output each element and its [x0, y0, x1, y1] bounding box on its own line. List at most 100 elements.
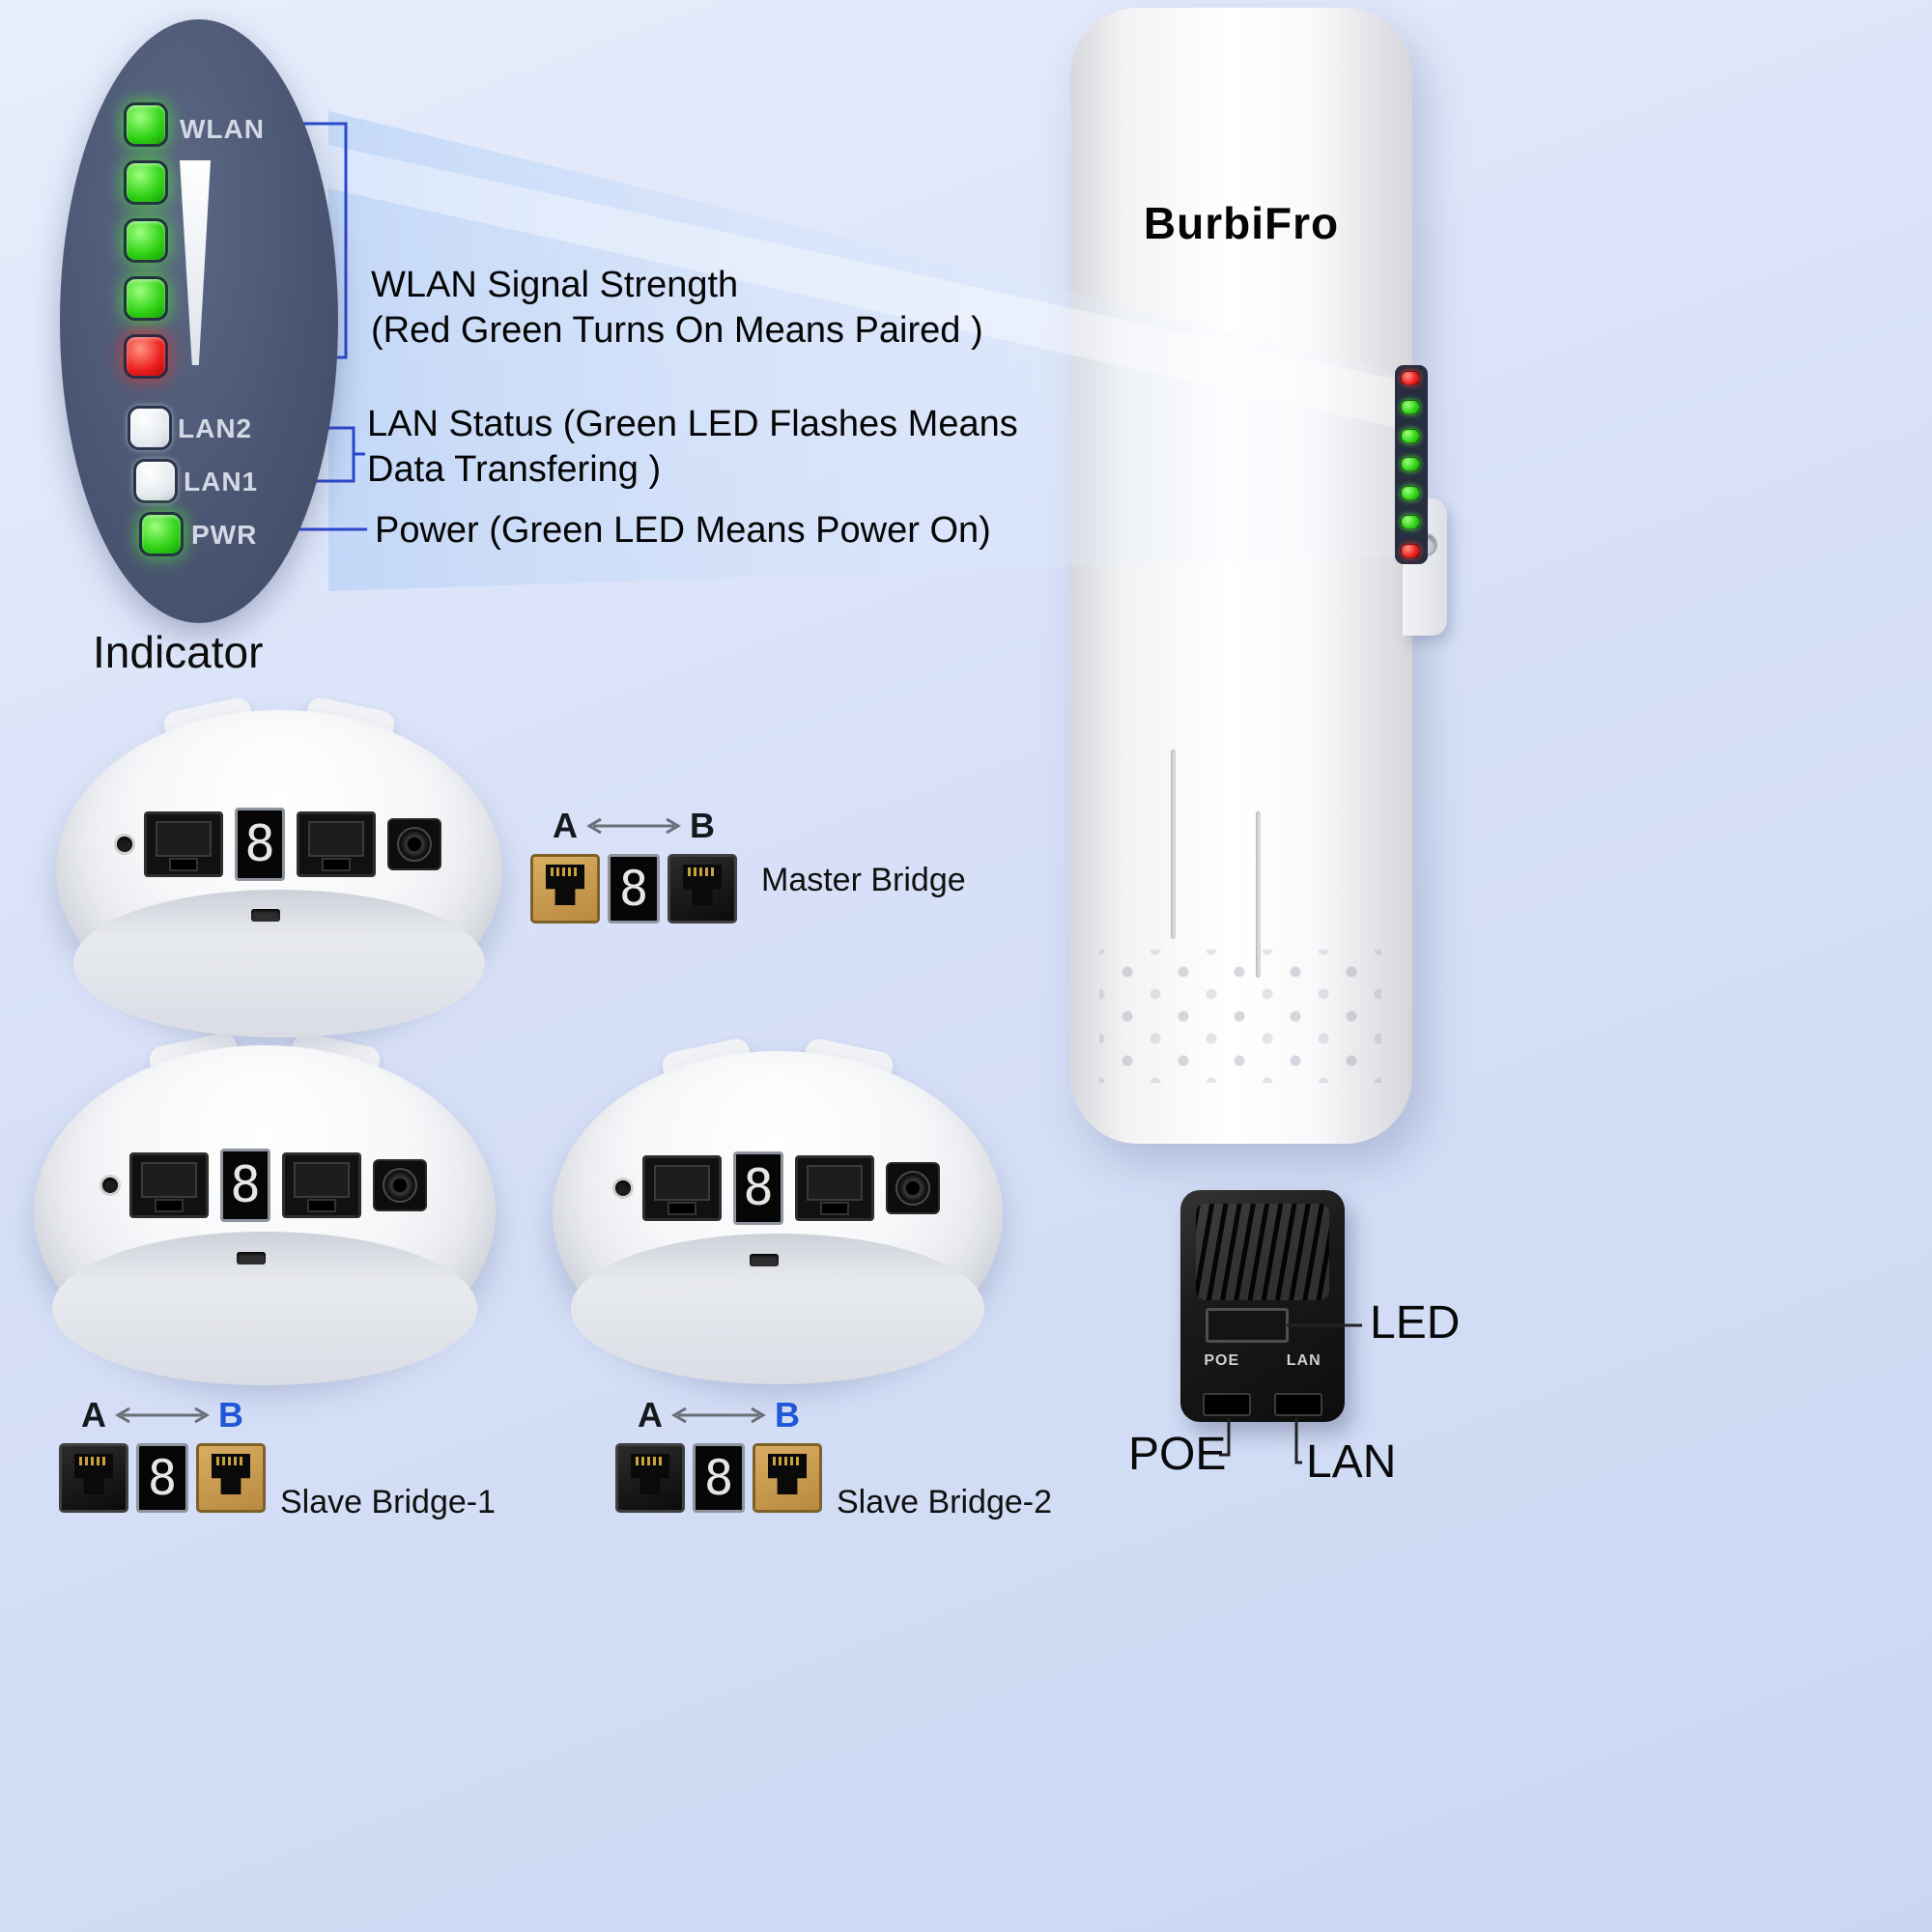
- lan-callout-label: LAN: [1306, 1436, 1397, 1488]
- seven-seg-digit: 8: [244, 815, 275, 874]
- port-a-jack-icon: [530, 854, 600, 923]
- pwr-led: [139, 512, 184, 556]
- lan-callout-line2: Data Transfering ): [367, 449, 662, 490]
- red-led: [124, 334, 168, 379]
- port-b-label: B: [218, 1395, 243, 1435]
- rj45-port: [297, 811, 376, 878]
- ports-row: 8: [614, 1443, 823, 1513]
- port-b-jack-icon: [668, 854, 737, 923]
- bridge-bottom-view-2: 8: [34, 1030, 496, 1385]
- slave-bridge-1-caption: Slave Bridge-1: [280, 1484, 497, 1520]
- lan-callout-text: LAN Status (Green LED Flashes Means Data…: [367, 402, 1018, 493]
- port-panel: 8: [615, 1151, 940, 1225]
- device-led-strip: [1395, 365, 1428, 564]
- seven-seg-display: 8: [693, 1443, 745, 1513]
- port-b-label: B: [775, 1395, 800, 1435]
- slave-bridge-2-diagram: A B 8: [614, 1395, 823, 1513]
- port-a-label: A: [553, 806, 578, 845]
- seven-seg-digit: 8: [703, 1450, 734, 1506]
- dc-power-jack: [387, 818, 441, 871]
- rj45-port: [129, 1151, 209, 1218]
- signal-led-column: [124, 102, 168, 379]
- port-b-label: B: [690, 806, 715, 845]
- seven-seg-digit: 8: [618, 861, 649, 917]
- port-b-jack-icon: [196, 1443, 266, 1513]
- bridge-bottom-view-1: 8: [56, 695, 502, 1037]
- green-led: [124, 218, 168, 263]
- poe-port-label: POE: [1204, 1352, 1240, 1369]
- lan-port-callout-line: [1294, 1418, 1302, 1464]
- lan1-label: LAN1: [184, 467, 259, 497]
- green-led: [124, 102, 168, 147]
- screw-hole: [117, 837, 132, 853]
- screw-hole: [102, 1177, 118, 1193]
- seven-seg-digit: 8: [230, 1155, 261, 1214]
- screw-hole: [615, 1179, 631, 1196]
- vent-slots: [1196, 1204, 1329, 1300]
- signal-strength-wedge-icon: [180, 160, 211, 365]
- seven-seg-display: 8: [220, 1148, 270, 1222]
- reset-slot: [236, 1251, 266, 1264]
- green-led: [1401, 515, 1420, 530]
- seven-seg-display: 8: [235, 808, 285, 882]
- indicator-caption: Indicator: [93, 627, 264, 677]
- double-arrow-icon: [586, 817, 681, 835]
- reset-slot: [251, 908, 281, 922]
- device-texture-dots: [1099, 950, 1381, 1083]
- device-groove: [1171, 750, 1176, 939]
- lan-port-label: LAN: [1286, 1352, 1321, 1369]
- bridge-bottom-view-3: 8: [553, 1036, 1003, 1384]
- brand-logo: BurbiFro: [1143, 198, 1340, 248]
- poe-led-window: [1206, 1308, 1289, 1343]
- red-led: [1401, 371, 1420, 385]
- poe-port: [1203, 1393, 1251, 1416]
- wlan-callout-line2: (Red Green Turns On Means Paired ): [371, 310, 983, 351]
- green-led: [124, 160, 168, 205]
- pwr-label: PWR: [191, 520, 258, 550]
- dc-power-jack: [886, 1161, 940, 1214]
- lan2-label: LAN2: [178, 413, 253, 443]
- double-arrow-icon: [115, 1406, 210, 1424]
- seven-seg-display: 8: [608, 854, 660, 923]
- wireless-bridge-device: BurbiFro: [1070, 8, 1412, 1144]
- port-panel: 8: [102, 1148, 427, 1222]
- lan-callout-line1: LAN Status (Green LED Flashes Means: [367, 404, 1018, 444]
- red-led: [1401, 543, 1420, 558]
- lan1-led: [133, 459, 178, 503]
- lan-port: [1274, 1393, 1322, 1416]
- ports-row: 8: [58, 1443, 267, 1513]
- wlan-callout-text: WLAN Signal Strength (Red Green Turns On…: [371, 263, 983, 354]
- rj45-port: [282, 1151, 361, 1218]
- port-panel: 8: [117, 808, 441, 882]
- poe-callout-label: POE: [1128, 1429, 1227, 1480]
- port-b-jack-icon: [753, 1443, 822, 1513]
- wlan-callout-line1: WLAN Signal Strength: [371, 265, 739, 305]
- seven-seg-digit: 8: [743, 1158, 774, 1217]
- rj45-port: [642, 1154, 722, 1221]
- slave-bridge-1-diagram: A B 8: [58, 1395, 267, 1513]
- device-groove: [1256, 811, 1261, 978]
- dc-power-jack: [373, 1158, 427, 1211]
- master-bridge-caption: Master Bridge: [761, 862, 966, 898]
- power-callout-text: Power (Green LED Means Power On): [375, 510, 991, 551]
- rj45-port: [795, 1154, 874, 1221]
- seven-seg-display: 8: [136, 1443, 188, 1513]
- wlan-label: WLAN: [180, 114, 265, 144]
- slave-bridge-2-caption: Slave Bridge-2: [837, 1484, 1053, 1520]
- rj45-port: [144, 811, 223, 878]
- green-led: [1401, 457, 1420, 472]
- reset-slot: [750, 1253, 780, 1266]
- green-led: [1401, 486, 1420, 501]
- indicator-panel: WLAN LAN2 LAN1 PWR: [60, 19, 338, 623]
- ports-row: 8: [529, 854, 738, 923]
- port-a-label: A: [81, 1395, 106, 1435]
- seven-seg-display: 8: [733, 1151, 783, 1225]
- poe-port-labels: POE LAN: [1180, 1352, 1345, 1370]
- ab-row: A B: [58, 1395, 267, 1435]
- port-a-jack-icon: [615, 1443, 685, 1513]
- green-led: [1401, 428, 1420, 443]
- green-led: [124, 276, 168, 321]
- poe-injector: POE LAN: [1180, 1190, 1345, 1422]
- green-led: [1401, 399, 1420, 414]
